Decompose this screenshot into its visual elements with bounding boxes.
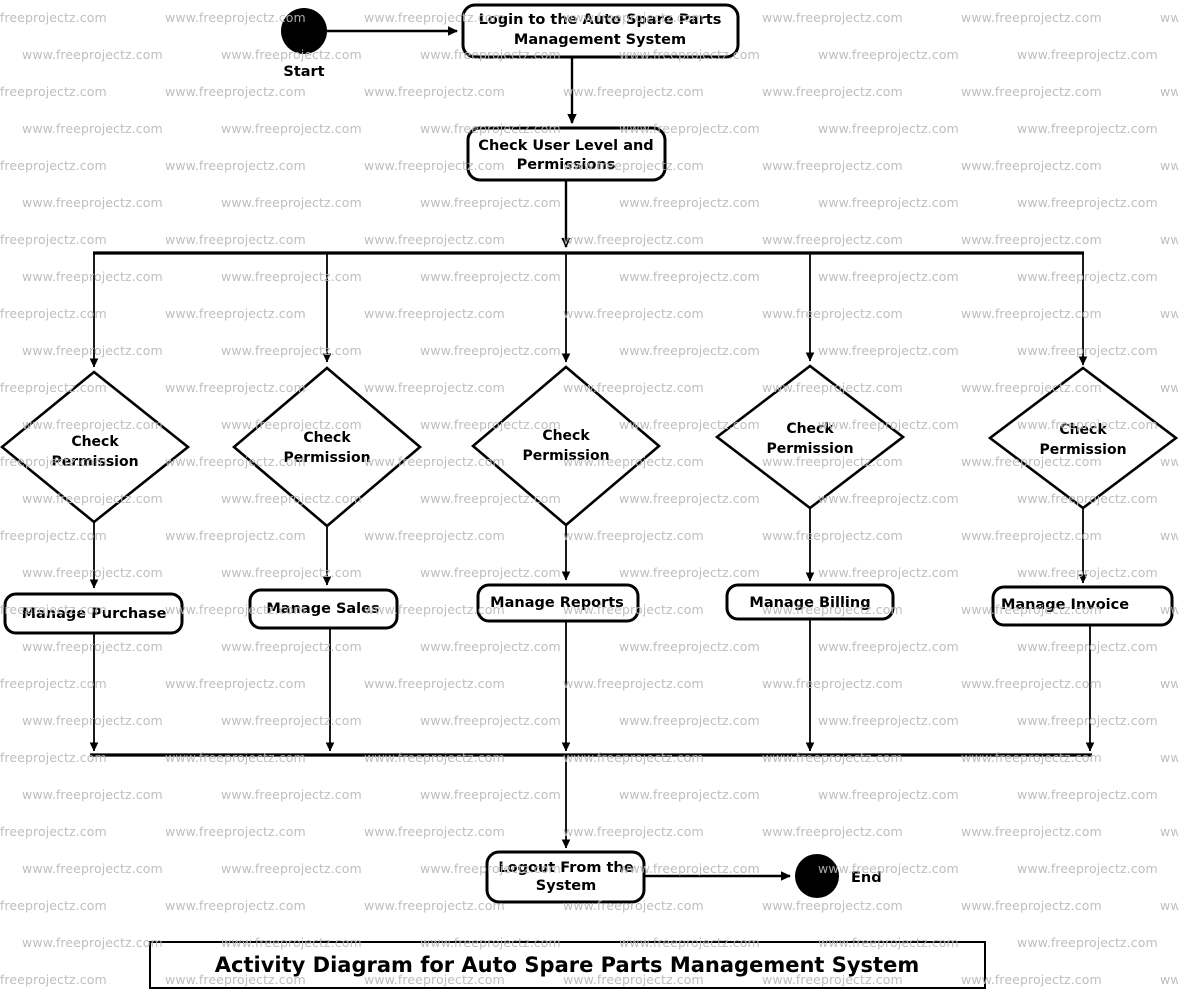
node-manage-sales-label: Manage Sales — [266, 601, 379, 617]
start-label: Start — [283, 64, 324, 80]
node-logout-line2: System — [536, 878, 596, 894]
node-logout-line1: Logout From the — [498, 860, 633, 876]
node-manage-purchase-label: Manage Purchase — [22, 606, 167, 622]
node-manage-billing-label: Manage Billing — [749, 595, 870, 611]
decision-5-line2: Permission — [1039, 442, 1126, 458]
decision-check-permission-3 — [470, 365, 662, 527]
node-manage-reports-label: Manage Reports — [490, 595, 624, 611]
end-node — [795, 854, 839, 898]
decision-2-line2: Permission — [283, 450, 370, 466]
decision-check-permission-4 — [714, 364, 906, 510]
decision-check-permission-5 — [987, 366, 1178, 510]
node-manage-invoice-label: Manage Invoice — [1001, 597, 1129, 613]
node-manage-reports — [476, 583, 640, 623]
end-label: End — [851, 870, 882, 886]
node-login-line2: Management System — [514, 32, 686, 48]
node-check-user-line2: Permissions — [517, 157, 616, 173]
decision-1-line2: Permission — [51, 454, 138, 470]
decision-5-line1: Check — [1059, 422, 1107, 438]
node-manage-sales — [248, 588, 399, 630]
diagram-title: Activity Diagram for Auto Spare Parts Ma… — [215, 953, 919, 977]
node-check-user-line1: Check User Level and — [478, 138, 653, 154]
decision-1-line1: Check — [71, 434, 119, 450]
node-manage-invoice — [991, 585, 1174, 627]
decision-3-line1: Check — [542, 428, 590, 444]
decision-4-line1: Check — [786, 421, 834, 437]
decision-check-permission-2 — [231, 366, 423, 528]
node-login-line1: Login to the Auto Spare Parts — [479, 12, 722, 28]
decision-3-line2: Permission — [522, 448, 609, 464]
decision-4-line2: Permission — [766, 441, 853, 457]
title-box — [149, 941, 986, 989]
start-node — [281, 8, 327, 54]
node-login — [461, 3, 740, 59]
decision-2-line1: Check — [303, 430, 351, 446]
